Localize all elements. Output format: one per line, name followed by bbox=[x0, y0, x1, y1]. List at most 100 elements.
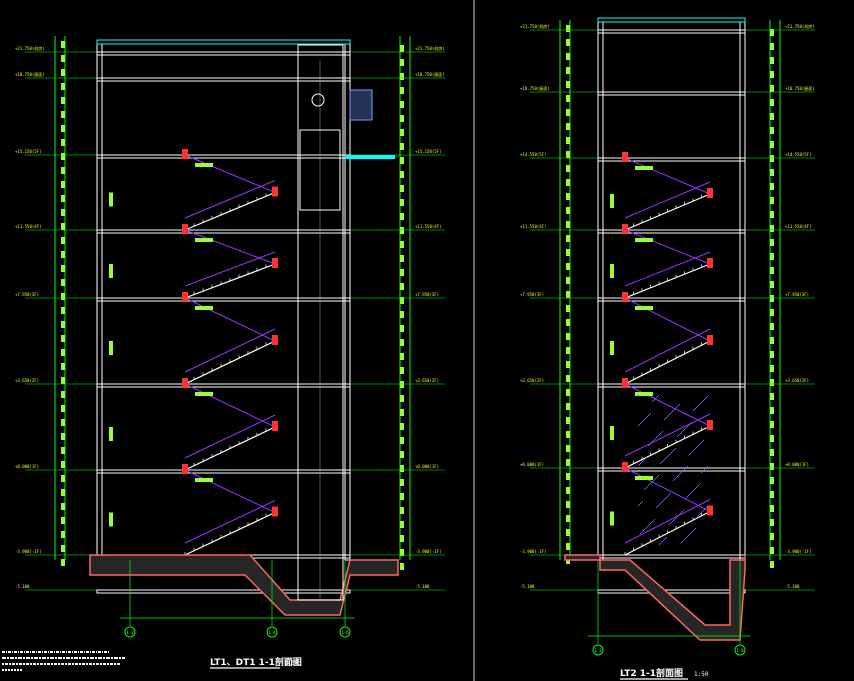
axis-label: 1-3 bbox=[594, 648, 602, 653]
hatch-dot bbox=[701, 402, 702, 403]
stair-flight bbox=[624, 467, 711, 512]
dimension-tick bbox=[770, 351, 774, 358]
hatch-dot bbox=[678, 405, 679, 406]
landing-column bbox=[707, 505, 713, 516]
hatch-dot bbox=[654, 479, 655, 480]
hatch-dot bbox=[676, 407, 677, 408]
hatch-dot bbox=[700, 513, 701, 514]
hatch-dot bbox=[647, 526, 648, 527]
dimension-tick bbox=[61, 531, 65, 538]
hatch-dot bbox=[707, 506, 708, 507]
dimension-tick bbox=[770, 43, 774, 50]
dimension-tick bbox=[770, 365, 774, 372]
dimension-tick bbox=[770, 533, 774, 540]
hatch-dot bbox=[705, 508, 706, 509]
hatch-dot bbox=[646, 487, 647, 488]
stair-flight bbox=[624, 383, 711, 427]
elevation-label: +18.750(屋面) bbox=[785, 85, 815, 91]
hatch-dot bbox=[660, 543, 661, 544]
dimension-tick bbox=[61, 55, 65, 62]
hatch-dot bbox=[663, 540, 664, 541]
hatch-dot bbox=[682, 431, 683, 432]
hatch-dot bbox=[680, 473, 681, 474]
hatch-dot bbox=[678, 475, 679, 476]
handrail bbox=[624, 413, 711, 457]
hatch-dot bbox=[702, 401, 703, 402]
hatch-dot bbox=[669, 494, 670, 495]
hatch-dot bbox=[690, 423, 691, 424]
hatch-dot bbox=[659, 504, 660, 505]
dimension-tick bbox=[400, 395, 404, 402]
hatch-dot bbox=[655, 438, 656, 439]
handrail bbox=[184, 251, 276, 287]
right-drawing-title: LT2 1-1剖面图 bbox=[620, 667, 683, 679]
hatch-dot bbox=[702, 441, 703, 442]
dimension-tick bbox=[566, 53, 570, 60]
hatch-dot bbox=[693, 450, 694, 451]
hatch-dot bbox=[677, 516, 678, 517]
landing-column bbox=[182, 149, 188, 159]
dimension-tick bbox=[61, 349, 65, 356]
dimension-tick bbox=[566, 179, 570, 186]
landing-column bbox=[272, 506, 278, 517]
dimension-tick bbox=[770, 393, 774, 400]
hatch-dot bbox=[650, 483, 651, 484]
hatch-dot bbox=[693, 490, 694, 491]
dimension-tick bbox=[566, 403, 570, 410]
elevation-label: -3.900(-1F) bbox=[15, 549, 42, 554]
elevation-label: -5.100 bbox=[785, 584, 800, 589]
dimension-tick bbox=[770, 421, 774, 428]
roof-parapet bbox=[597, 17, 746, 23]
hatch-dot bbox=[648, 525, 649, 526]
hatch-dot bbox=[707, 466, 708, 467]
hatch-dot bbox=[643, 530, 644, 531]
hatch-dot bbox=[648, 415, 649, 416]
handrail bbox=[624, 328, 711, 373]
dimension-tick bbox=[770, 267, 774, 274]
hatch-dot bbox=[692, 451, 693, 452]
axis-bubble bbox=[339, 626, 351, 638]
hatch-dot bbox=[683, 510, 684, 511]
hatch-dot bbox=[673, 410, 674, 411]
hatch-dot bbox=[687, 496, 688, 497]
annotation-tag bbox=[610, 341, 614, 355]
hatch-dot bbox=[691, 492, 692, 493]
dimension-tick bbox=[400, 493, 404, 500]
annotation-tag bbox=[635, 166, 653, 170]
dimension-tick bbox=[400, 241, 404, 248]
hatch-dot bbox=[705, 398, 706, 399]
dimension-tick bbox=[61, 265, 65, 272]
hatch-dot bbox=[665, 418, 666, 419]
hatch-dot bbox=[661, 462, 662, 463]
annotation-tag bbox=[109, 512, 113, 527]
dimension-tick bbox=[770, 155, 774, 162]
annotation-tag bbox=[109, 341, 113, 355]
hatch-dot bbox=[689, 494, 690, 495]
hatch-dot bbox=[671, 522, 672, 523]
dimension-tick bbox=[566, 25, 570, 32]
dimension-tick bbox=[400, 213, 404, 220]
dimension-tick bbox=[400, 101, 404, 108]
hatch-dot bbox=[671, 412, 672, 413]
hatch-dot bbox=[647, 416, 648, 417]
canopy bbox=[345, 155, 395, 159]
hatch-dot bbox=[689, 534, 690, 535]
dimension-tick bbox=[400, 143, 404, 150]
dimension-tick bbox=[566, 95, 570, 102]
landing-column bbox=[622, 292, 628, 302]
elevation-label: +0.000(1F) bbox=[785, 462, 809, 467]
dimension-tick bbox=[770, 197, 774, 204]
hatch-dot bbox=[684, 539, 685, 540]
dimension-tick bbox=[400, 325, 404, 332]
dimension-tick bbox=[61, 251, 65, 258]
hatch-dot bbox=[685, 538, 686, 539]
hatch-dot bbox=[684, 429, 685, 430]
dimension-tick bbox=[61, 391, 65, 398]
hatch-dot bbox=[693, 410, 694, 411]
hatch-dot bbox=[664, 419, 665, 420]
hatch-dot bbox=[675, 408, 676, 409]
hatch-dot bbox=[681, 432, 682, 433]
dimension-tick bbox=[770, 169, 774, 176]
hatch-dot bbox=[696, 487, 697, 488]
hatch-dot bbox=[694, 409, 695, 410]
